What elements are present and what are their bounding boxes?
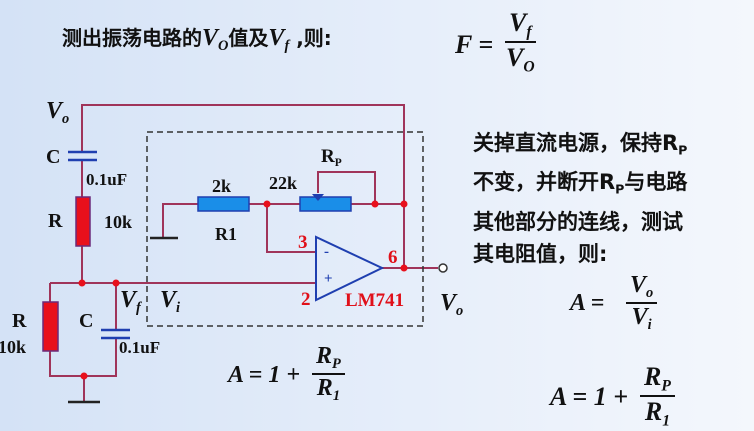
ground-symbols <box>68 236 178 404</box>
label-vo-top: Vo <box>46 98 70 128</box>
label-c-top-value: 0.1uF <box>86 170 128 189</box>
label-r1: R1 <box>215 224 237 244</box>
title-vf: Vf <box>268 25 290 55</box>
label-r1-value: 2k <box>212 176 232 196</box>
capacitor-top <box>68 150 97 162</box>
wires <box>49 104 438 402</box>
title-vo: VO <box>202 25 229 55</box>
description-text: 关掉直流电源，保持RP 不变，并断开RP与电路 其他部分的连线，测试 其电阻值，… <box>473 131 688 266</box>
formula-a2-fraction: RP R1 <box>640 362 675 431</box>
formula-circuit-fraction: RP R1 <box>312 343 345 405</box>
resistor-r1 <box>197 196 250 212</box>
label-r-top: R <box>48 210 63 232</box>
junction-nodes <box>78 200 408 380</box>
label-r-bottom: R <box>12 310 27 332</box>
label-pin3: 3 <box>298 232 308 253</box>
title-text: 测出振荡电路的VO值及Vf ,则: <box>62 22 332 55</box>
label-c-top: C <box>46 146 61 168</box>
label-c-bottom: C <box>79 310 94 332</box>
label-pin6: 6 <box>388 247 398 268</box>
label-minus: - <box>324 244 329 260</box>
label-vf: Vf <box>120 287 141 317</box>
potentiometer-rp <box>299 196 352 212</box>
label-opamp-model: LM741 <box>345 290 405 311</box>
formula-f-fraction: Vf VO <box>505 8 536 76</box>
title-suffix: ,则: <box>289 26 332 50</box>
label-r-bottom-value: 10k <box>0 337 27 357</box>
opamp-triangle <box>315 235 385 302</box>
label-vo-out: Vo <box>440 290 464 320</box>
opamp-module-box <box>146 131 424 327</box>
output-terminal <box>438 263 448 273</box>
formula-a1-fraction: Vo Vi <box>626 272 658 334</box>
label-r-top-value: 10k <box>104 212 133 232</box>
formula-circuit-lhs: A = 1 + <box>228 362 301 388</box>
label-pin2: 2 <box>301 289 311 310</box>
label-rp: RP <box>321 146 342 169</box>
capacitor-bottom <box>101 328 130 340</box>
label-c-bottom-value: 0.1uF <box>119 338 161 357</box>
label-rp-value: 22k <box>269 173 298 193</box>
resistor-top <box>75 196 91 247</box>
title-prefix: 测出振荡电路的 <box>62 26 202 50</box>
formula-a1-lhs: A = <box>570 290 605 316</box>
label-vi: Vi <box>160 287 181 317</box>
title-mid: 值及 <box>228 26 269 50</box>
potentiometer-wiper-icon <box>312 194 324 201</box>
formula-a2-lhs: A = 1 + <box>550 382 629 411</box>
resistor-bottom <box>42 301 59 352</box>
label-plus: + <box>324 271 333 287</box>
formula-f-lhs: F = <box>455 30 494 59</box>
